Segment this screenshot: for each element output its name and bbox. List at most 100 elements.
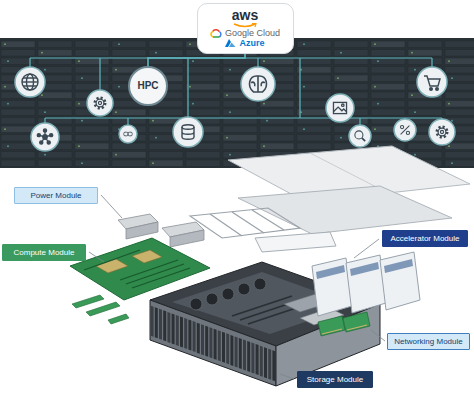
drive-bay xyxy=(167,312,170,343)
service-icon xyxy=(87,90,113,116)
service-icon xyxy=(119,125,137,143)
service-icon xyxy=(326,94,354,122)
network-line xyxy=(99,58,100,92)
service-icon xyxy=(96,99,104,107)
drive-bay xyxy=(264,347,267,378)
drive-bay xyxy=(176,315,179,346)
compute-board xyxy=(96,259,128,273)
service-icon xyxy=(251,82,265,86)
service-icon xyxy=(250,76,267,92)
drive-bay xyxy=(226,333,229,364)
service-icon xyxy=(437,127,447,137)
chassis xyxy=(150,300,276,386)
banner-shade xyxy=(0,38,474,168)
network-card xyxy=(318,312,370,336)
module-callout: Networking Module xyxy=(387,333,470,350)
text-row: Azure xyxy=(210,38,281,48)
text-row: Accelerator Module xyxy=(389,234,461,243)
network-line xyxy=(187,58,188,118)
service-icon xyxy=(119,125,137,143)
module-callout: Power Module xyxy=(14,187,98,204)
drive-bay xyxy=(193,321,196,352)
network-connector xyxy=(148,54,245,66)
service-icon xyxy=(394,119,416,141)
service-icon xyxy=(430,88,433,91)
service-icon xyxy=(401,126,410,135)
azure-logo xyxy=(225,39,236,48)
service-icon xyxy=(98,101,101,104)
service-icon xyxy=(124,132,128,136)
drive-bay xyxy=(159,309,162,340)
chassis xyxy=(206,293,218,305)
leader-line xyxy=(89,195,385,379)
drive-bay xyxy=(256,344,259,375)
compute-board xyxy=(84,250,140,270)
leader-line xyxy=(371,330,385,341)
drive-bay xyxy=(251,343,254,374)
power-supply xyxy=(170,230,204,247)
service-icon xyxy=(37,129,52,144)
air-shroud xyxy=(190,208,300,238)
rail-bracket xyxy=(255,232,336,252)
callout-label: Compute Module xyxy=(14,248,75,257)
drive-bay xyxy=(201,324,204,355)
service-icon xyxy=(326,94,354,122)
icon-label: HPC xyxy=(137,80,158,92)
service-icon xyxy=(173,117,203,147)
text-row: Networking Module xyxy=(394,337,463,346)
accelerator-card xyxy=(384,259,413,273)
compute-board xyxy=(84,250,190,288)
datacenter-banner xyxy=(0,38,474,168)
drive-bay xyxy=(184,318,187,349)
drive-bay xyxy=(243,340,246,371)
service-icon xyxy=(438,128,446,136)
aws-smile-logo xyxy=(233,23,257,28)
drive-bay xyxy=(172,313,175,344)
service-icon xyxy=(355,131,365,141)
network-line xyxy=(299,58,300,118)
drive-bay xyxy=(222,332,225,363)
service-icon xyxy=(22,81,38,82)
service-icon xyxy=(50,134,53,137)
drive-bay xyxy=(197,323,200,354)
air-shroud xyxy=(210,214,242,236)
power-supply xyxy=(118,214,204,247)
callout-label: Storage Module xyxy=(307,375,363,384)
service-icon xyxy=(333,107,346,112)
service-icon xyxy=(15,67,45,97)
network-card xyxy=(318,316,345,336)
service-icon xyxy=(31,123,59,151)
service-icon xyxy=(22,74,38,90)
network-line xyxy=(30,58,442,126)
service-icon xyxy=(173,117,203,147)
network-card xyxy=(322,329,342,334)
service-icon xyxy=(437,127,447,137)
service-icon xyxy=(182,127,194,139)
air-shroud xyxy=(190,208,300,238)
service-icon xyxy=(440,130,443,133)
service-icon xyxy=(15,67,455,151)
service-icon xyxy=(362,138,365,141)
text-row: Storage Module xyxy=(304,375,366,384)
drive-bay xyxy=(218,330,221,361)
cloud-provider-name: aws xyxy=(232,7,258,23)
drive-bay xyxy=(151,306,154,337)
service-icon xyxy=(128,132,132,136)
service-icon xyxy=(424,76,440,86)
service-icon xyxy=(349,125,371,147)
power-supply xyxy=(126,222,158,239)
drive-bay xyxy=(180,317,183,348)
accelerator-card xyxy=(380,252,420,310)
callout-label: Power Module xyxy=(30,191,81,200)
google-cloud-logo xyxy=(210,29,222,38)
accelerator-card xyxy=(312,252,420,316)
text-row: aws xyxy=(210,7,281,28)
cloud-provider-name: Google Cloud xyxy=(225,28,280,38)
drive-bay xyxy=(163,310,166,341)
service-icon xyxy=(436,88,439,91)
chassis xyxy=(190,278,266,310)
service-icon xyxy=(333,102,346,113)
top-cover xyxy=(228,146,470,234)
